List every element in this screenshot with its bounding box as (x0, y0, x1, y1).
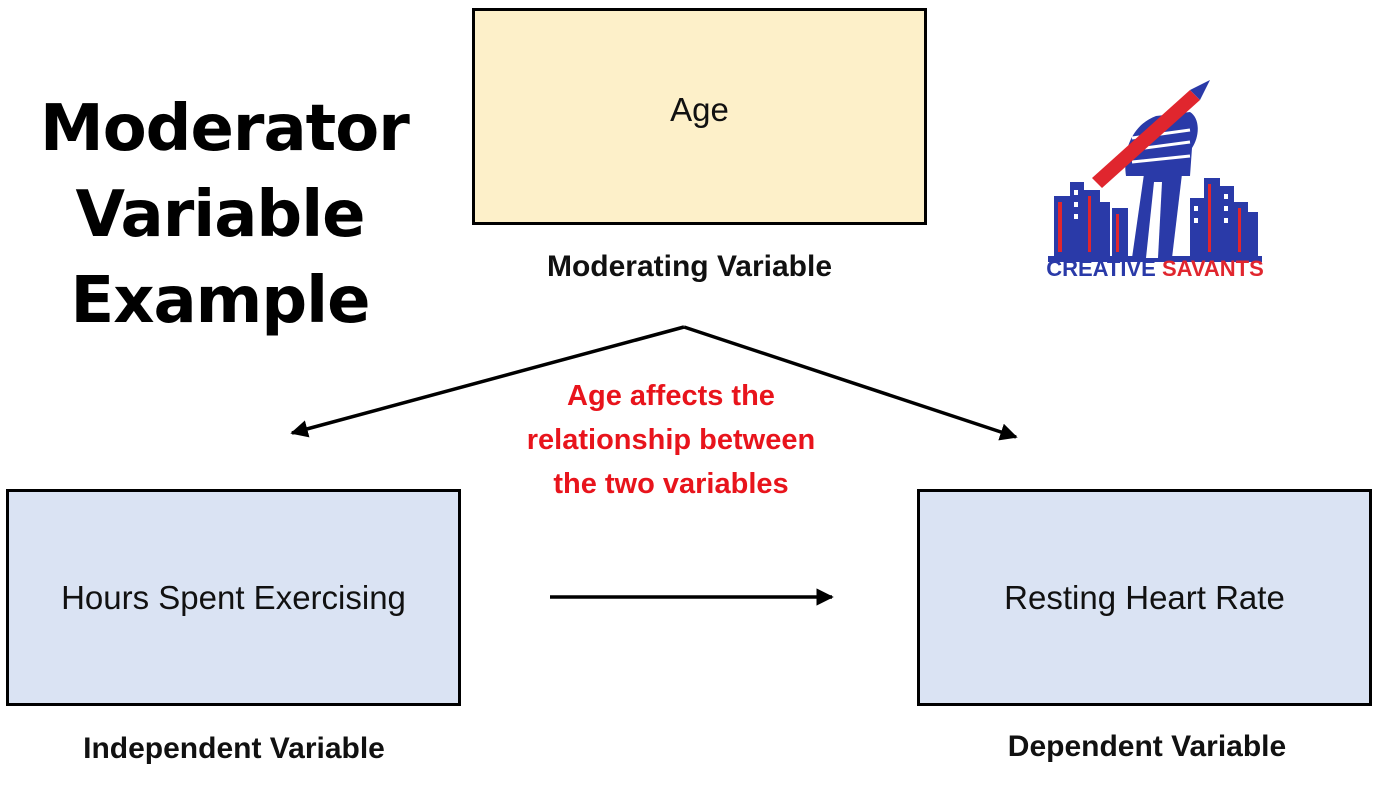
logo-word-creative: CREATIVE (1046, 256, 1156, 281)
dependent-box-text: Resting Heart Rate (1004, 578, 1285, 616)
diagram-title: Moderator Variable Example (40, 86, 410, 344)
dependent-variable-box: Resting Heart Rate (917, 489, 1372, 706)
title-line-3: Example (70, 264, 370, 338)
effect-note-line-2: relationship between (526, 424, 816, 456)
independent-box-text: Hours Spent Exercising (61, 578, 406, 616)
logo-word-savants: SAVANTS (1161, 256, 1264, 281)
effect-note: Age affects the relationship between the… (470, 374, 872, 506)
moderator-box: Age (472, 8, 927, 225)
independent-variable-label: Independent Variable (83, 732, 385, 765)
title-line-1: Moderator (40, 92, 410, 166)
logo-wordmark: CREATIVE SAVANTS (1030, 256, 1280, 282)
dependent-variable-label: Dependent Variable (1007, 730, 1287, 763)
effect-note-line-3: the two variables (553, 468, 789, 500)
creative-savants-logo (1048, 80, 1262, 262)
title-line-2: Variable (75, 178, 365, 252)
independent-variable-box: Hours Spent Exercising (6, 489, 461, 706)
effect-note-line-1: Age affects the (567, 380, 775, 412)
moderator-box-text: Age (670, 90, 729, 128)
moderating-variable-label: Moderating Variable (546, 250, 833, 283)
